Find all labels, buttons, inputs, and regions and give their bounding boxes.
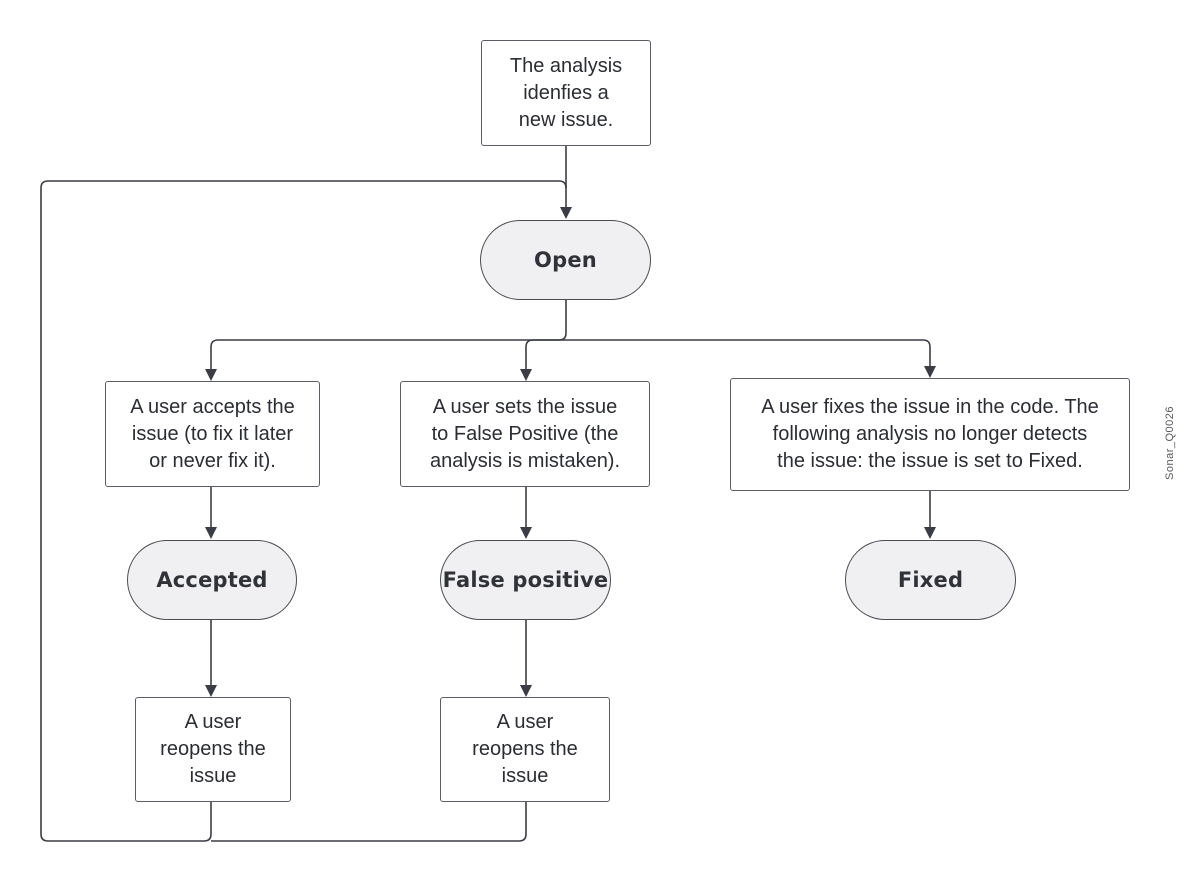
connector-open-to-fix-action — [566, 339, 931, 366]
action-mark-false-positive: A user sets the issue to False Positive … — [400, 381, 650, 487]
state-accepted: Accepted — [127, 540, 297, 620]
arrow-into-fix-action — [924, 366, 936, 378]
connector-open-to-false-positive-action — [525, 339, 566, 370]
start-box-new-issue: The analysis idenfies a new issue. — [481, 40, 651, 146]
arrow-into-reopen-accepted — [205, 685, 217, 697]
connector-reopen-false-positive-join — [211, 802, 527, 842]
action-reopen-from-accepted: A user reopens the issue — [135, 697, 291, 802]
connector-reopen-loop-back — [40, 180, 567, 842]
state-fixed: Fixed — [845, 540, 1016, 620]
arrow-into-fixed — [924, 527, 936, 539]
action-reopen-from-false-positive: A user reopens the issue — [440, 697, 610, 802]
arrow-into-false-positive-state — [520, 527, 532, 539]
arrow-into-false-positive-action — [520, 369, 532, 381]
arrow-into-accept-action — [205, 369, 217, 381]
connector-open-branch — [210, 300, 567, 370]
action-accept-issue: A user accepts the issue (to fix it late… — [105, 381, 320, 487]
arrow-into-reopen-false-positive — [520, 685, 532, 697]
arrow-into-open — [560, 207, 572, 219]
watermark-label: Sonar_Q0026 — [1164, 406, 1176, 480]
state-false-positive: False positive — [440, 540, 611, 620]
arrow-into-accepted — [205, 527, 217, 539]
action-fix-issue: A user fixes the issue in the code. The … — [730, 378, 1130, 491]
state-open: Open — [480, 220, 651, 300]
